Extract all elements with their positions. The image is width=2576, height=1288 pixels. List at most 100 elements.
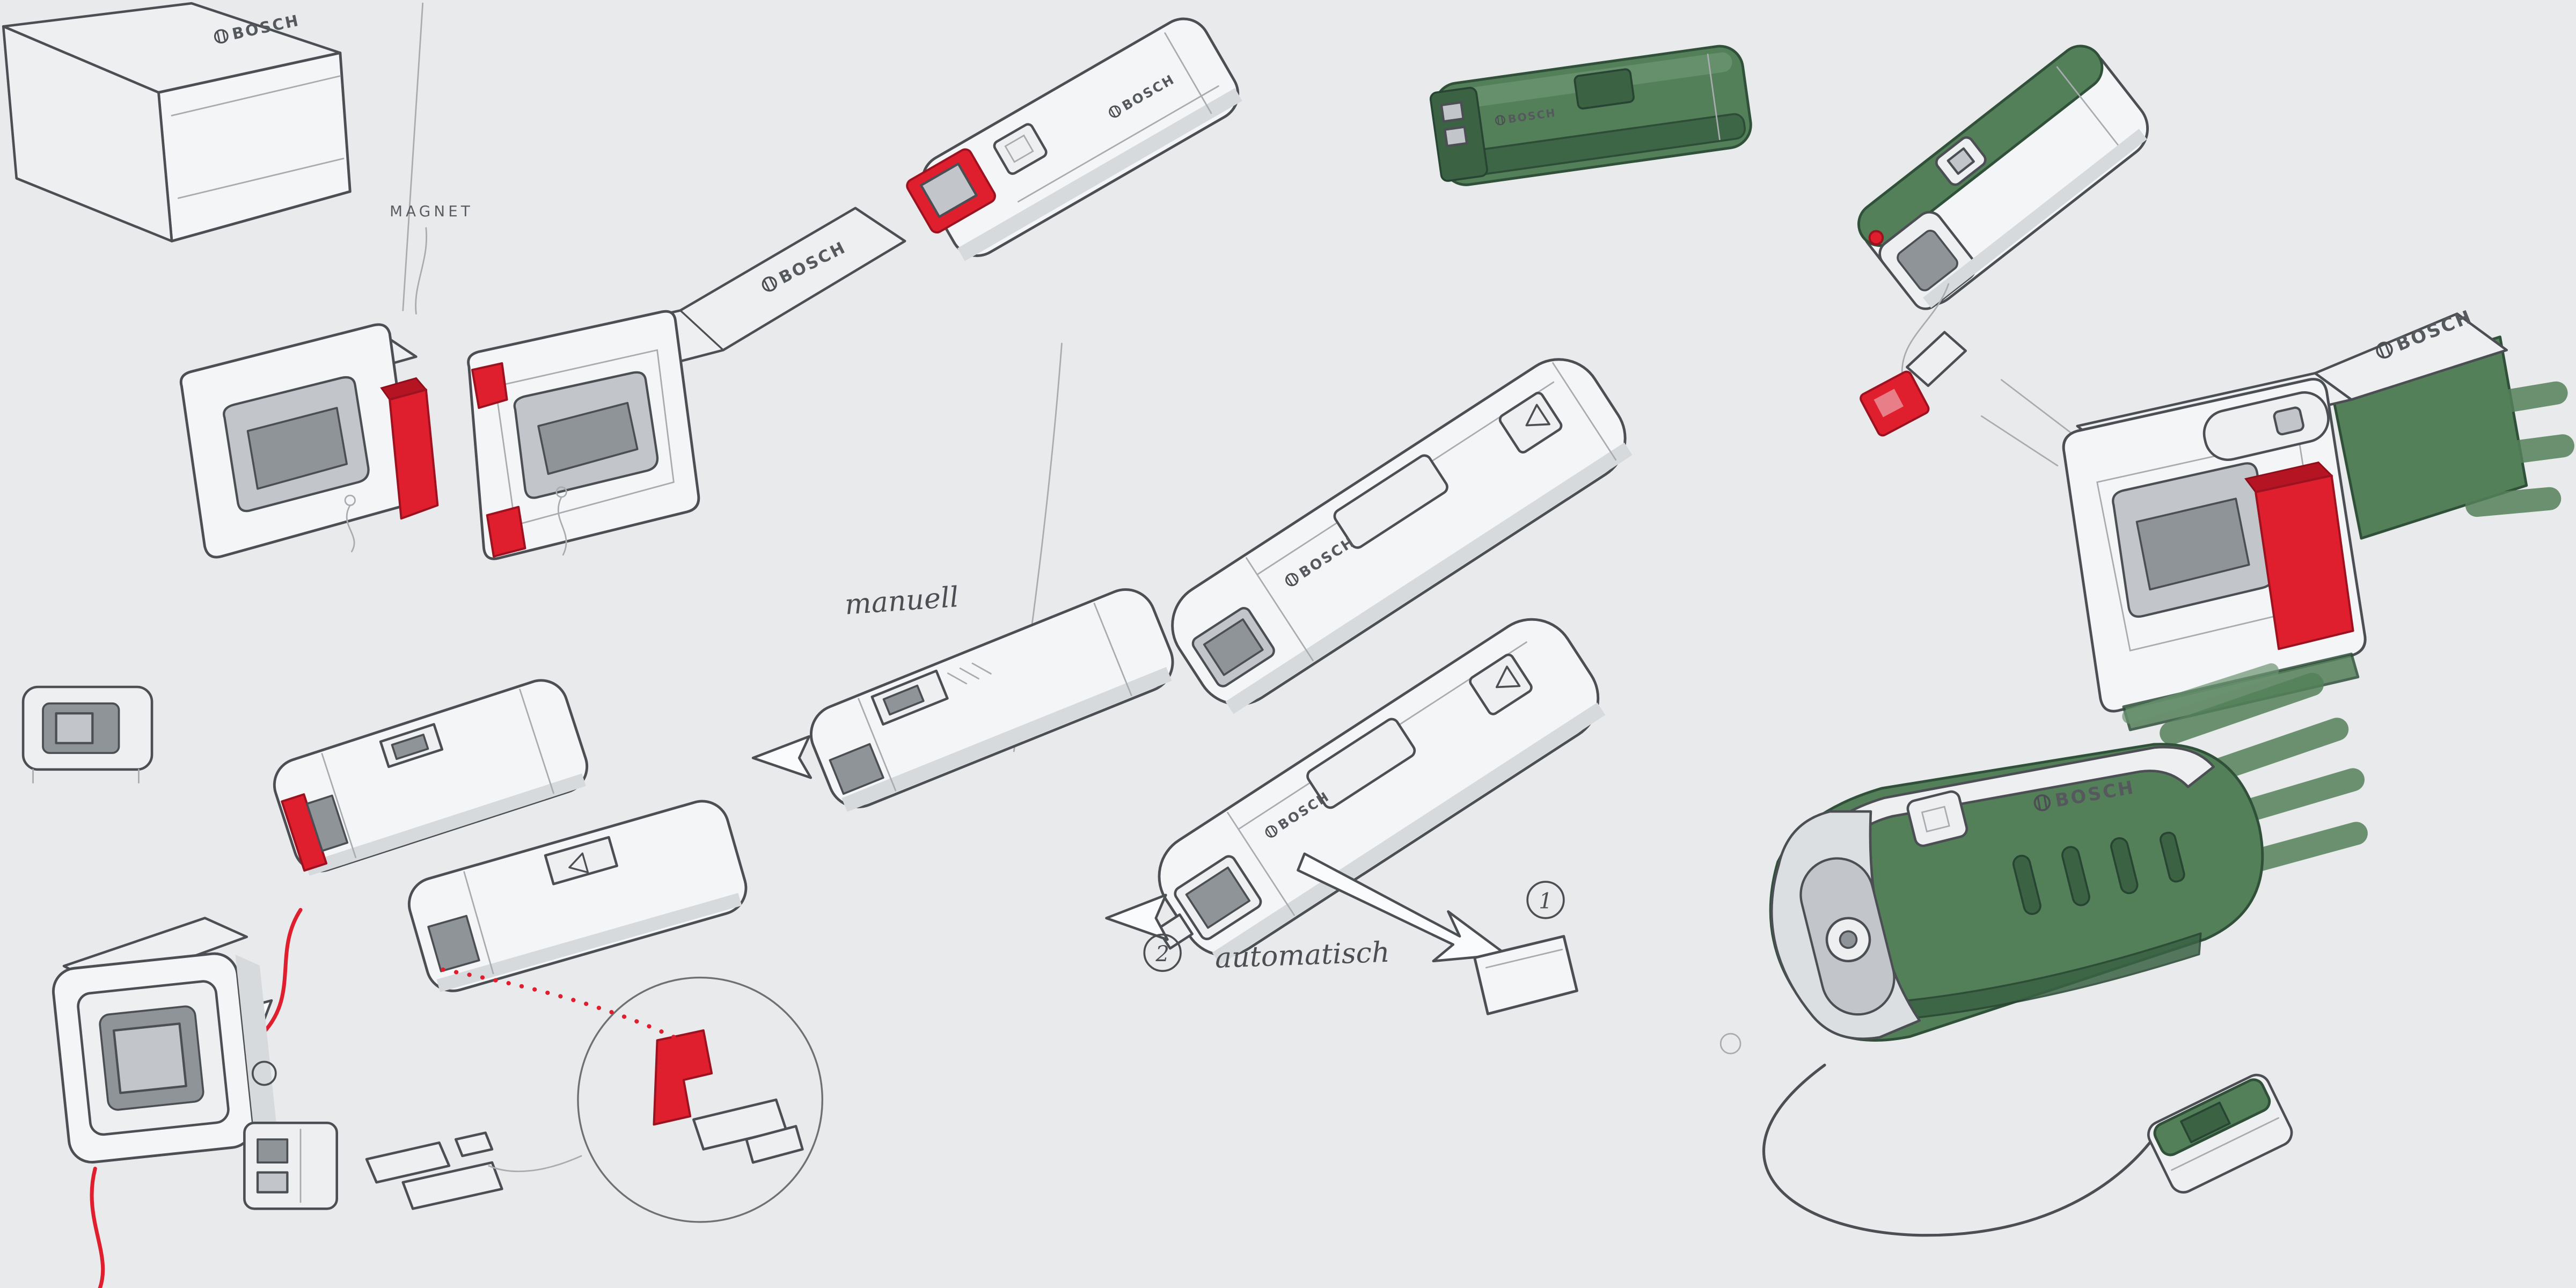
device-body	[921, 17, 1240, 257]
red-accent-block	[2255, 474, 2354, 650]
eject-window	[1185, 866, 1251, 929]
eject-arrow-icon	[1297, 852, 1507, 963]
device-body	[809, 588, 1174, 809]
charger-window	[257, 1138, 289, 1163]
bracket-piece	[365, 1141, 451, 1184]
top-window	[544, 836, 618, 885]
flat-piece-small	[745, 1125, 804, 1164]
device-plain-group	[407, 800, 748, 992]
ejected-plate	[1473, 935, 1578, 1015]
front-view-thumbnail	[21, 685, 153, 784]
box-side-face	[2, 25, 173, 243]
step-1-number: 1	[1539, 889, 1552, 913]
pull-arrow-left-icon	[1105, 894, 1169, 941]
red-cable	[259, 908, 303, 1037]
connector-window	[2180, 1101, 2231, 1144]
triangle-marker-icon	[568, 852, 589, 874]
ring-detail	[251, 1060, 277, 1086]
remote-connector-group	[2147, 1073, 2293, 1194]
top-button-inner	[1946, 147, 1975, 175]
triangle-marker-icon	[1495, 665, 1521, 689]
device-body	[273, 679, 589, 873]
trigger-panel	[1469, 653, 1533, 715]
red-clip-inner	[1874, 389, 1904, 418]
step-2-circle	[1143, 933, 1182, 972]
green-top-band	[1857, 45, 2104, 247]
display-panel	[1333, 454, 1448, 549]
sketch-cluster-bottom-left	[21, 679, 824, 1288]
red-accent-side	[389, 389, 439, 520]
pair-left-device	[179, 323, 439, 559]
handle-latch	[2273, 406, 2304, 436]
red-accent-bottom-left	[486, 506, 526, 558]
step-2-number: 2	[1155, 942, 1169, 967]
triangle-marker-icon	[1525, 404, 1550, 427]
window-opening	[537, 401, 639, 475]
connector-wire	[1762, 1064, 2157, 1237]
slider-knob	[882, 684, 925, 716]
step-1-circle	[1526, 881, 1565, 919]
side-slot	[2110, 837, 2139, 895]
window-opening	[2135, 497, 2250, 591]
side-slot	[2012, 854, 2041, 915]
green-big-body-group	[1769, 663, 2368, 1042]
sketch-device-long-upper	[1171, 358, 1633, 714]
step-1-badge: 1	[1526, 881, 1565, 919]
body-shading	[1212, 702, 1606, 965]
detail-circle	[577, 976, 824, 1223]
bracket-piece	[401, 1161, 503, 1210]
annotation-magnet: MAGNET	[390, 202, 473, 314]
red-clip-group	[1860, 331, 1967, 437]
nose-window	[306, 794, 349, 852]
bracket-tab	[454, 1131, 494, 1158]
manual-device-body-group	[809, 588, 1174, 812]
pull-arrow-left-icon	[751, 735, 813, 779]
front-window	[829, 743, 884, 795]
marker-streak	[2465, 487, 2562, 517]
window-opening	[246, 407, 348, 490]
body-shading	[1923, 129, 2147, 308]
top-button-inner	[1921, 806, 1950, 833]
body-shading	[841, 667, 1172, 812]
body-shading	[436, 892, 742, 992]
button	[993, 123, 1048, 175]
detail-inset-group	[488, 976, 824, 1223]
sensor-window	[920, 163, 978, 218]
sketch-device-green-compact	[1429, 45, 1752, 186]
button-inner	[1004, 134, 1034, 163]
green-angled-body-group	[1857, 45, 2149, 310]
magnet-label: MAGNET	[390, 202, 473, 220]
top-button	[1906, 790, 1968, 847]
device-red-nose-group	[273, 679, 589, 876]
manuell-label: manuell	[844, 581, 960, 621]
charger-slot	[256, 1171, 289, 1194]
red-accent-top-left	[471, 362, 508, 409]
step-2-badge: 2	[1143, 933, 1182, 972]
sketch-device-green-big	[1719, 663, 2368, 1237]
auto-device-body-group	[1156, 618, 1606, 965]
body-shading	[1225, 442, 1633, 714]
sketch-device-green-angled	[1857, 45, 2149, 437]
clip-wire	[1901, 283, 1950, 377]
sketch-device-red-sensor	[906, 17, 1242, 261]
device-body	[407, 800, 748, 992]
sketch-box-top-left	[2, 2, 352, 243]
boxy-device-group	[52, 917, 277, 1288]
charger-box	[243, 1122, 338, 1210]
red-corner-piece	[653, 1029, 713, 1126]
bottom-shading	[1826, 932, 2202, 1025]
automatisch-label: automatisch	[1214, 936, 1391, 975]
pair-right-device	[467, 207, 906, 560]
red-cable	[90, 1167, 105, 1288]
top-handle-group	[2202, 391, 2330, 462]
front-window	[427, 914, 480, 972]
side-slot	[2159, 831, 2185, 883]
side-slot	[2061, 846, 2090, 906]
body-shading	[305, 773, 586, 876]
wire-loop	[1719, 1033, 1741, 1055]
marker-streak	[2475, 434, 2574, 467]
end-slot-upper	[1440, 101, 1465, 123]
window-inner	[112, 1022, 187, 1094]
